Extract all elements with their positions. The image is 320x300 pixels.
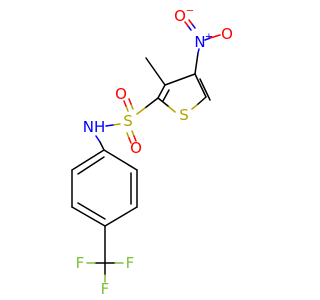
bond-s-o-top-a2	[123, 100, 127, 107]
bond-b4-b5	[71, 206, 106, 227]
bond-c4-c5-double	[199, 78, 211, 101]
atom-fluorine-bottom: F	[101, 280, 110, 298]
trifluoromethyl-group	[86, 225, 124, 283]
bond-b1-b2	[103, 149, 138, 171]
bond-c2-c3	[157, 84, 166, 99]
bond-b4-b5-double	[77, 202, 106, 220]
atom-fluorine-left: F	[76, 254, 85, 272]
nitro-group	[184, 19, 221, 75]
bond-c3-c4	[164, 73, 196, 86]
bond-n-o-double-b	[191, 23, 196, 29]
bond-b6-b1-double	[77, 156, 105, 175]
bond-c4-c5	[194, 73, 207, 98]
bond-s-o-top-b2	[128, 98, 132, 105]
bond-s-c2-b	[157, 97, 169, 107]
molecule-canvas: O − N + O S S O O NH F F F	[71, 6, 233, 298]
bond-n-o-double-a2	[184, 21, 189, 27]
bond-s-o-top-a	[125, 105, 129, 112]
bond-s-n-b	[105, 124, 114, 127]
atom-nitro-o-left: O	[174, 7, 186, 25]
thiophene-ring	[157, 73, 211, 113]
bond-c4-n-color	[197, 48, 200, 54]
bond-n-o-single-b	[209, 34, 221, 39]
bond-s-c2	[167, 105, 176, 113]
atom-fluorine-right: F	[126, 254, 135, 272]
atom-ring-sulfur: S	[179, 106, 189, 124]
bond-n-o-single	[204, 37, 211, 41]
atom-nh: NH	[83, 118, 106, 136]
atom-sulfonyl-o-top: O	[115, 85, 127, 103]
bond-s-o-top-b	[130, 103, 134, 110]
methyl-bond	[145, 57, 166, 86]
atom-nitro-o-right: O	[221, 25, 233, 43]
atom-sulfonyl-o-bottom: O	[130, 139, 142, 157]
bond-c4-n	[194, 52, 199, 75]
charge-minus: −	[186, 6, 194, 17]
bond-s-o-bottom-a	[131, 130, 135, 137]
bond-c2-c3-double	[162, 89, 170, 102]
atom-sulfonyl-sulfur: S	[123, 112, 133, 130]
atom-nitro-n: N	[194, 33, 205, 51]
bond-n-c1-b	[99, 141, 105, 151]
bond-n-c1	[95, 135, 101, 143]
bond-b6-b1	[71, 149, 105, 171]
bond-s-n	[112, 123, 121, 126]
bond-n-o-double-b2	[188, 19, 193, 25]
bond-c2-s-color	[136, 107, 146, 115]
bond-b3-b4	[104, 206, 138, 227]
bond-c2-s	[144, 97, 159, 109]
benzene-ring	[71, 149, 138, 227]
sulfonyl-group	[105, 97, 159, 144]
bond-s-o-bottom-a2	[133, 135, 137, 142]
charge-plus: +	[205, 32, 213, 43]
bond-c5-s	[196, 96, 207, 106]
molecule-structure: O − N + O S S O O NH F F F	[71, 6, 233, 298]
bond-c5-s-color	[191, 104, 198, 110]
bond-n-o-double-a	[187, 25, 192, 31]
bond-s-o-bottom-b2	[128, 137, 132, 144]
bond-s-o-bottom-b	[126, 132, 130, 139]
